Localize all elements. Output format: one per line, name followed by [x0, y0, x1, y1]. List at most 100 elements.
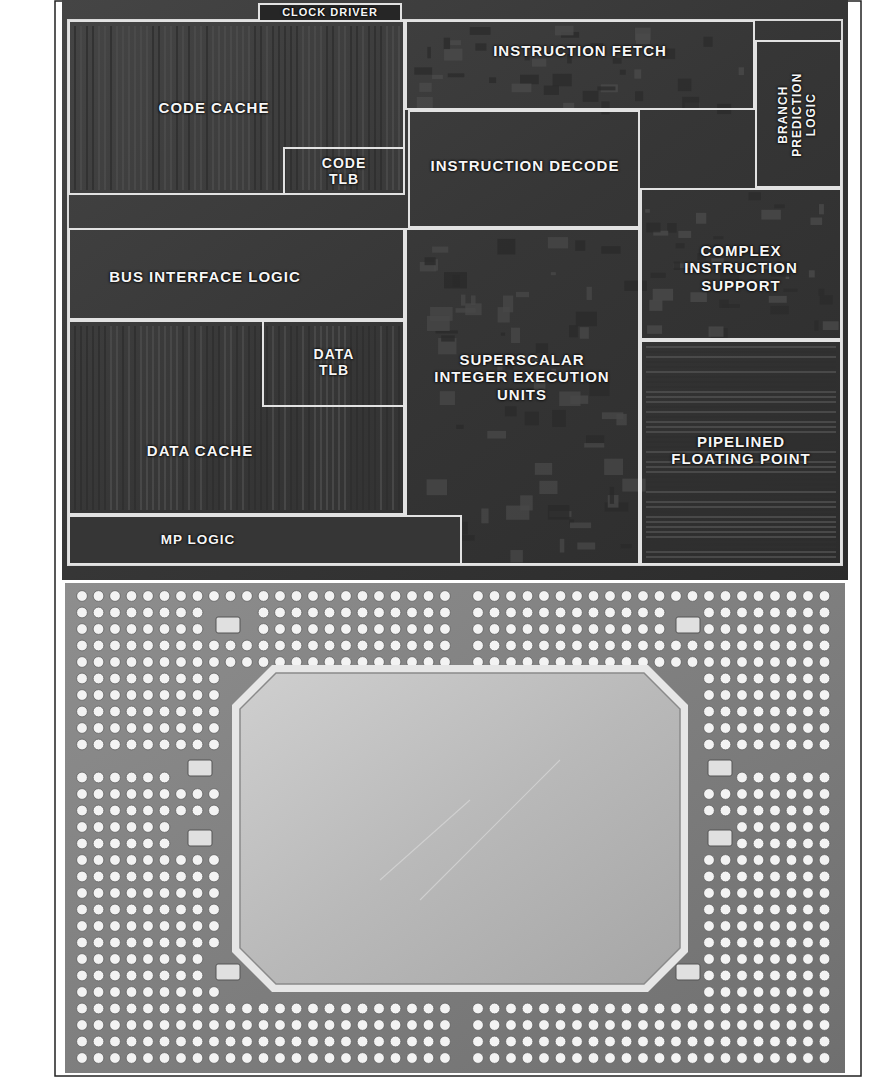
package-pin [704, 706, 715, 717]
package-pin [786, 789, 797, 800]
package-pin [770, 987, 781, 998]
package-pin [803, 937, 814, 948]
package-pin [143, 871, 154, 882]
die-texture-mark [676, 243, 685, 248]
package-pin [786, 954, 797, 965]
package-pin [704, 987, 715, 998]
package-pin [770, 739, 781, 750]
die-texture-mark [188, 326, 190, 510]
die-texture-mark [362, 326, 364, 510]
package-pin [654, 624, 665, 635]
package-pin [770, 904, 781, 915]
die-block: BUS INTERFACE LOGIC [68, 228, 405, 320]
package-pin [737, 987, 748, 998]
die-texture-mark [104, 26, 106, 190]
die-texture-mark [646, 491, 836, 493]
package-pin [473, 591, 484, 602]
package-pin [143, 640, 154, 651]
package-pin [737, 1053, 748, 1064]
package-pin [588, 1036, 599, 1047]
heat-slug-rim [232, 665, 688, 992]
package-pin [753, 921, 764, 932]
package-pin [93, 739, 104, 750]
package-pin [275, 640, 286, 651]
package-pin [143, 1003, 154, 1014]
package-pin [803, 987, 814, 998]
package-pin [770, 607, 781, 618]
die-texture-mark [646, 223, 660, 233]
die-texture-mark [553, 74, 572, 86]
package-pin [143, 624, 154, 635]
package-pin [390, 1003, 401, 1014]
die-texture-mark [206, 326, 208, 510]
package-pin [819, 624, 830, 635]
package-pin [357, 607, 368, 618]
package-pin [225, 1036, 236, 1047]
die-block: BRANCH PREDICTION LOGIC [755, 40, 842, 188]
package-pin [770, 772, 781, 783]
package-pin [555, 624, 566, 635]
die-texture-mark [544, 86, 559, 95]
die-texture-mark [98, 26, 100, 190]
die-texture-mark [653, 289, 673, 301]
package-pin [126, 739, 137, 750]
package-pin [720, 673, 731, 684]
die-texture-mark [242, 326, 244, 510]
block-label: COMPLEX INSTRUCTION SUPPORT [654, 242, 829, 294]
package-pin [93, 1036, 104, 1047]
package-pin [572, 591, 583, 602]
package-pin [803, 706, 814, 717]
package-pin [242, 1003, 253, 1014]
package-pin [786, 1053, 797, 1064]
package-pin [704, 789, 715, 800]
package-pin [819, 871, 830, 882]
package-pin [737, 673, 748, 684]
die-block: DATA TLB [262, 320, 405, 407]
die-texture-mark [548, 237, 568, 248]
package-pin [192, 954, 203, 965]
package-pin [770, 706, 781, 717]
package-pin [803, 640, 814, 651]
package-pin [539, 624, 550, 635]
package-pin [390, 1020, 401, 1031]
package-pin [704, 871, 715, 882]
package-pin [93, 772, 104, 783]
package-pin [786, 871, 797, 882]
die-texture-mark [505, 406, 517, 416]
package-pin [308, 624, 319, 635]
package-pin [737, 640, 748, 651]
package-pin [225, 1020, 236, 1031]
die-texture-mark [164, 326, 166, 510]
package-pin [539, 640, 550, 651]
die-texture-mark [456, 425, 463, 429]
package-pin [126, 987, 137, 998]
package-pin [803, 855, 814, 866]
package-pin [522, 640, 533, 651]
package-pin [77, 1020, 88, 1031]
package-pin [440, 624, 451, 635]
package-pin [737, 657, 748, 668]
package-pin [786, 640, 797, 651]
die-texture-mark [646, 496, 836, 498]
package-pin [522, 1036, 533, 1047]
package-pin [176, 1053, 187, 1064]
package-pin [143, 805, 154, 816]
die-texture-mark [481, 508, 488, 523]
package-pin [357, 624, 368, 635]
package-pin [275, 624, 286, 635]
die-texture-mark [92, 326, 94, 510]
package-pin [374, 1020, 385, 1031]
package-pin [357, 1036, 368, 1047]
block-label: PIPELINED FLOATING POINT [661, 433, 821, 468]
die-block: CODE CACHECODE TLB [68, 20, 405, 195]
die-texture-mark [690, 292, 707, 302]
package-pin [143, 673, 154, 684]
package-pin [176, 723, 187, 734]
package-pin [803, 805, 814, 816]
package-pin [126, 690, 137, 701]
package-pin [786, 723, 797, 734]
die-texture-mark [272, 326, 274, 510]
package-pin [93, 706, 104, 717]
package-pin [308, 1036, 319, 1047]
package-pin [110, 970, 121, 981]
